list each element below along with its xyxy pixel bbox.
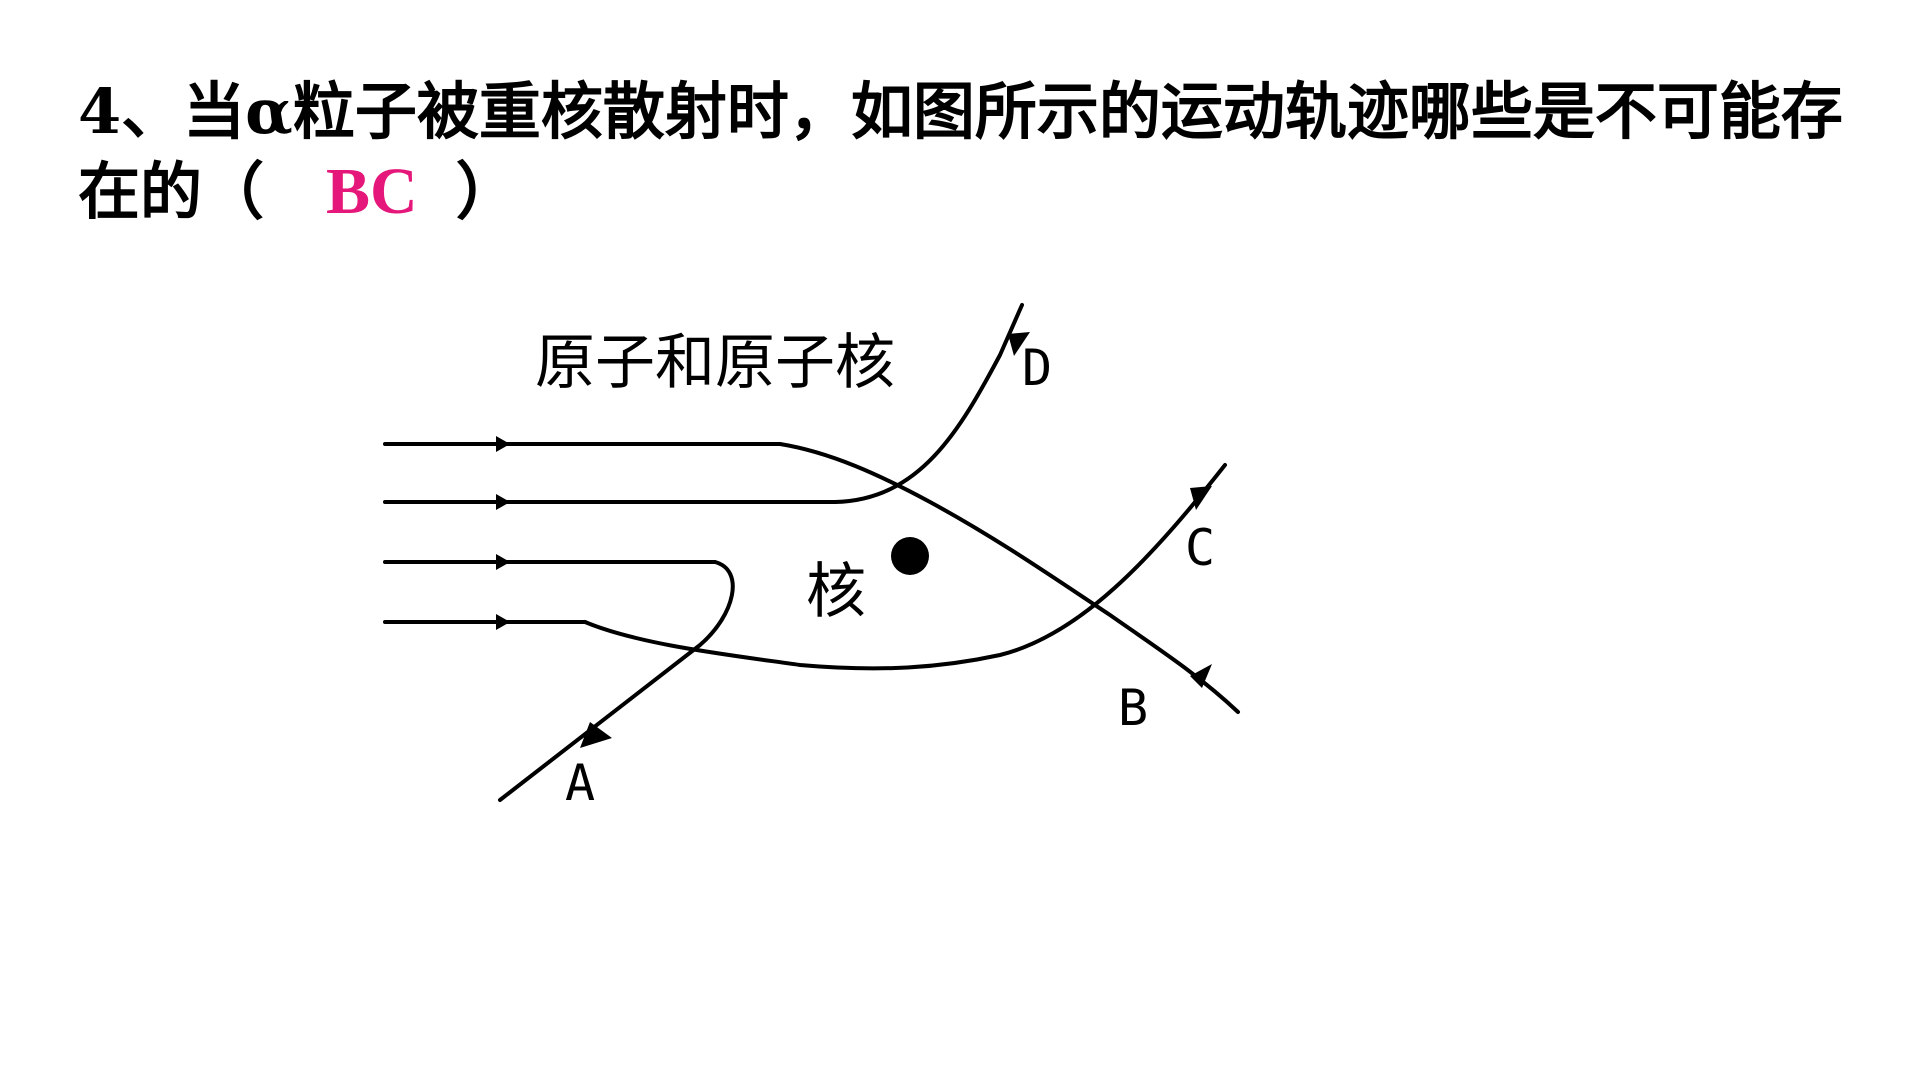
arrowhead-b-icon [1190, 664, 1212, 688]
label-c: C [1185, 519, 1215, 577]
track-to-b [778, 442, 1240, 714]
arrow-1-icon [496, 436, 510, 452]
arrow-3-icon [496, 554, 510, 570]
track-to-d [833, 303, 1024, 504]
label-b: B [1118, 679, 1148, 737]
answer-text: BC [326, 155, 418, 228]
diagram-title: 原子和原子核 [535, 328, 895, 398]
question-suffix: ） [455, 155, 518, 228]
arrowhead-a-icon [580, 722, 612, 748]
question-text: 4、当α粒子被重核散射时，如图所示的运动轨迹哪些是不可能存在的（BC ） [78, 72, 1858, 232]
nucleus-label: 核 [806, 557, 866, 627]
track-to-c [583, 463, 1227, 671]
arrow-4-icon [496, 614, 510, 630]
arrowhead-c-icon [1190, 486, 1212, 510]
track-to-a [498, 560, 735, 802]
question-prefix: 4、当α粒子被重核散射时，如图所示的运动轨迹哪些是不可能存在的（ [78, 75, 1843, 228]
arrow-2-icon [496, 494, 510, 510]
arrowhead-d-icon [1008, 332, 1030, 356]
label-a: A [565, 754, 595, 812]
nucleus-dot [891, 537, 929, 575]
label-d: D [1022, 339, 1052, 397]
